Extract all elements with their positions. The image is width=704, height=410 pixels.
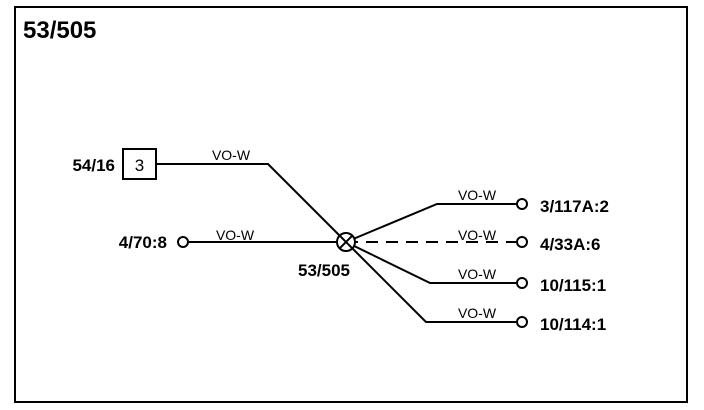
diagram-frame: [14, 6, 688, 403]
wire-right-4: [345, 241, 516, 323]
endpoint-label-54-16: 54/16: [72, 156, 115, 175]
endpoint-label-10-115-1: 10/115:1: [540, 276, 606, 295]
wire-label-left-2: VO-W: [216, 227, 255, 243]
endpoint-label-10-114-1: 10/114:1: [540, 315, 606, 334]
splice-label: 53/505: [298, 261, 350, 280]
wire-left-1: [156, 163, 347, 243]
wire-right-1: [345, 203, 516, 243]
connector-box: [122, 148, 157, 180]
endpoint-label-4-70-8: 4/70:8: [119, 233, 167, 252]
connector-box-label: 3: [135, 156, 144, 175]
wire-label-right-4: VO-W: [458, 305, 497, 321]
endpoint-label-4-33a-6: 4/33A:6: [540, 235, 600, 254]
terminal-right-3: [516, 277, 528, 289]
wire-label-left-1: VO-W: [212, 147, 251, 163]
wire-label-right-1: VO-W: [458, 187, 497, 203]
terminal-right-4: [516, 316, 528, 328]
terminal-right-1: [516, 198, 528, 210]
terminal-right-2: [516, 236, 528, 248]
diagram-title: 53/505: [23, 17, 96, 44]
wire-right-3: [345, 241, 516, 284]
terminal-left-2: [177, 236, 189, 248]
wire-label-right-2: VO-W: [458, 227, 497, 243]
endpoint-label-3-117a-2: 3/117A:2: [540, 197, 609, 216]
wire-label-right-3: VO-W: [458, 266, 497, 282]
splice-node-icon: [336, 232, 356, 252]
